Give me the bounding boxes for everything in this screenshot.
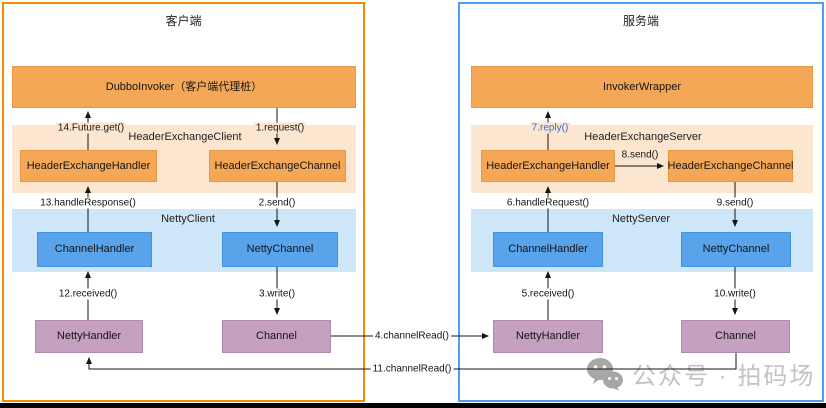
watermark-text: 公众号 · 拍码场 [632, 363, 816, 390]
label-step-12: 12.received() [56, 288, 120, 300]
server-netty-title: NettyServer [611, 213, 671, 225]
client-panel-title: 客户端 [165, 14, 202, 28]
label-step-2: 2.send() [256, 197, 298, 209]
server-header-exchange-handler-label: HeaderExchangeHandler [486, 159, 610, 172]
client-header-exchange-handler-label: HeaderExchangeHandler [26, 159, 151, 172]
server-invoker-wrapper-label: InvokerWrapper [602, 80, 682, 93]
label-step-1: 1.request() [253, 122, 307, 134]
client-channel-box: Channel [222, 320, 331, 353]
client-netty-handler-box: NettyHandler [35, 320, 143, 353]
client-header-exchange-title: HeaderExchangeClient [128, 131, 242, 143]
client-channel-label: Channel [256, 330, 297, 343]
label-step-13: 13.handleResponse() [38, 197, 138, 209]
server-panel-title: 服务端 [622, 14, 659, 28]
client-panel: 客户端 [2, 2, 365, 402]
wechat-icon [587, 357, 623, 390]
client-header-exchange-handler-box: HeaderExchangeHandler [20, 150, 157, 182]
server-netty-handler-box: NettyHandler [493, 320, 603, 353]
server-header-exchange-channel-label: HeaderExchangeChannel [667, 159, 794, 172]
bottom-edge-bar [0, 403, 826, 408]
client-netty-handler-label: NettyHandler [56, 330, 122, 343]
server-channel-label: Channel [715, 330, 756, 343]
label-step-9: 9.send() [714, 197, 756, 209]
watermark: 公众号 · 拍码场 [586, 356, 815, 391]
server-netty-handler-label: NettyHandler [515, 330, 581, 343]
client-channel-handler-label: ChannelHandler [54, 243, 135, 256]
server-netty-channel-box: NettyChannel [681, 232, 791, 267]
server-channel-box: Channel [681, 320, 790, 353]
label-step-5: 5.received() [519, 288, 577, 300]
server-header-exchange-handler-box: HeaderExchangeHandler [481, 150, 615, 182]
label-step-8: 8.send() [619, 149, 661, 161]
client-dubbo-invoker-box: DubboInvoker（客户端代理桩） [12, 66, 356, 108]
client-header-exchange-channel-box: HeaderExchangeChannel [209, 150, 346, 182]
server-header-exchange-title: HeaderExchangeServer [584, 131, 702, 143]
label-step-11: 11.channelRead() [370, 363, 454, 375]
client-channel-handler-box: ChannelHandler [37, 232, 152, 267]
label-step-4: 4.channelRead() [373, 330, 451, 342]
client-netty-channel-label: NettyChannel [246, 243, 314, 256]
client-netty-channel-box: NettyChannel [222, 232, 338, 267]
label-step-10: 10.write() [712, 288, 758, 300]
label-step-3: 3.write() [256, 288, 298, 300]
client-header-exchange-channel-label: HeaderExchangeChannel [214, 159, 341, 172]
client-dubbo-invoker-label: DubboInvoker（客户端代理桩） [105, 80, 263, 93]
server-netty-channel-label: NettyChannel [702, 243, 770, 256]
client-netty-title: NettyClient [161, 213, 215, 225]
server-channel-handler-label: ChannelHandler [508, 243, 588, 256]
label-step-7: 7.reply() [529, 122, 571, 134]
server-panel: 服务端 [458, 2, 824, 402]
label-step-14: 14.Future.get() [55, 122, 127, 134]
label-step-6: 6.handleRequest() [504, 197, 592, 209]
server-invoker-wrapper-box: InvokerWrapper [471, 66, 813, 108]
server-header-exchange-channel-box: HeaderExchangeChannel [667, 150, 794, 182]
server-channel-handler-box: ChannelHandler [493, 232, 603, 267]
